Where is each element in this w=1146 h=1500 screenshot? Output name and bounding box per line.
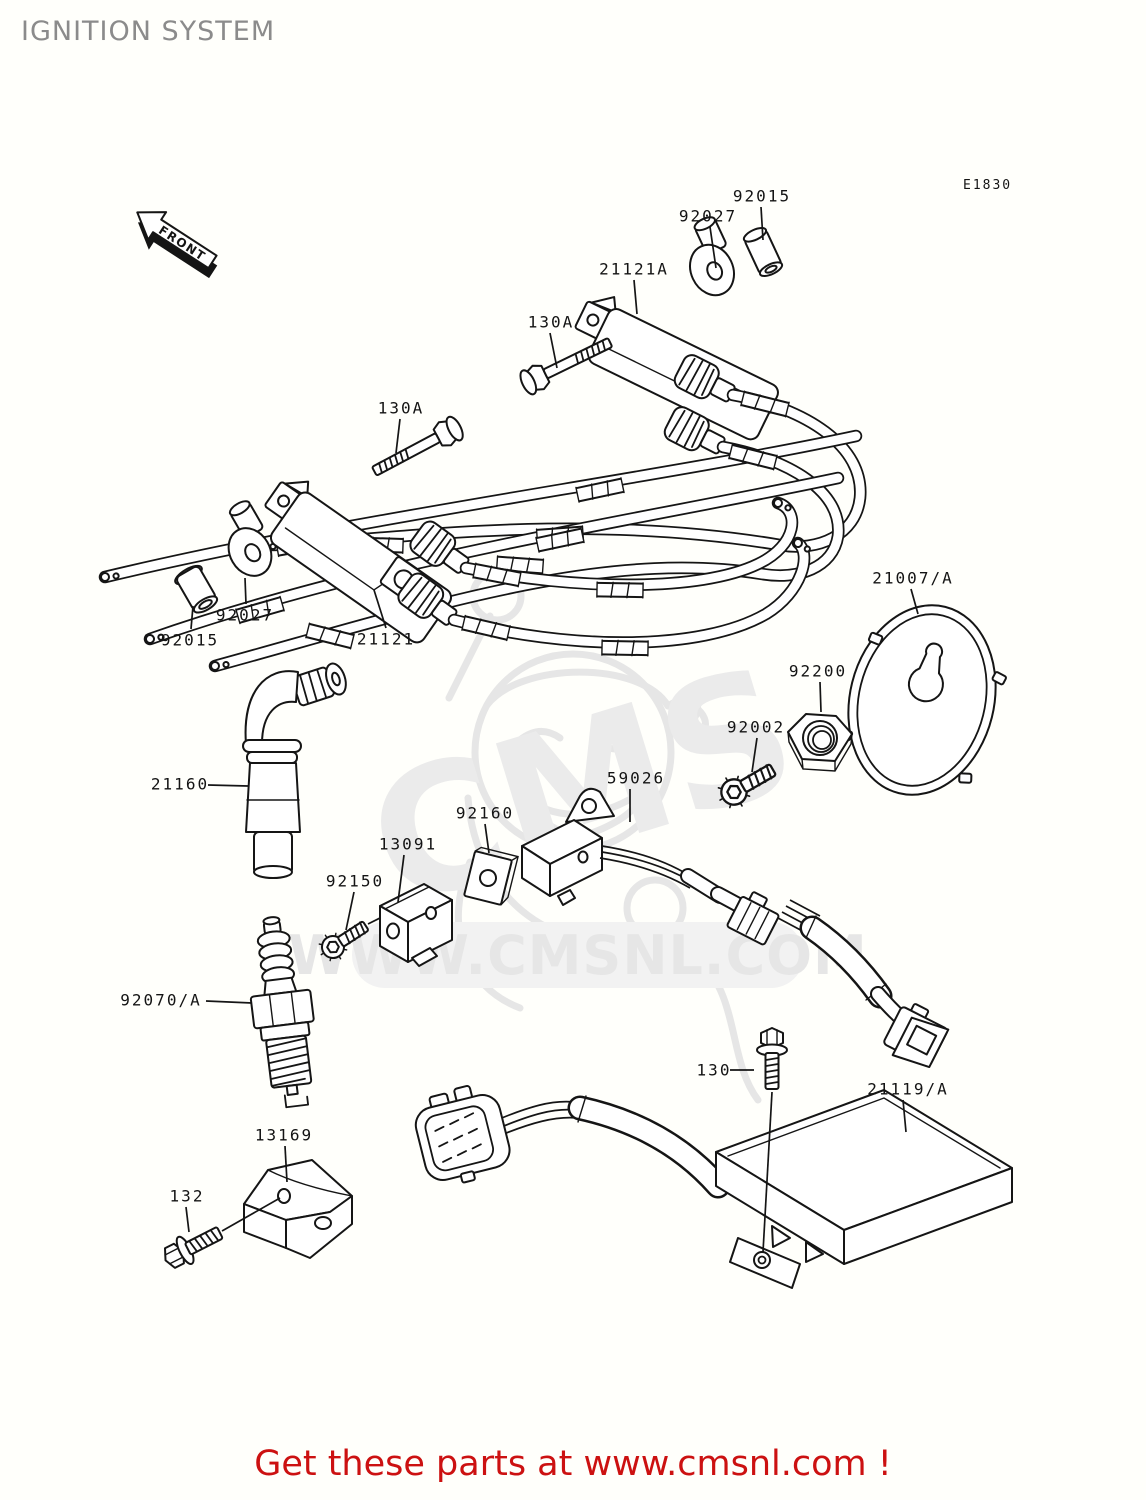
part-label-92150: 92150 xyxy=(325,871,385,891)
part-label-21119A: 21119/A xyxy=(867,1079,949,1099)
diagram-code: E1830 xyxy=(963,178,1013,193)
bracket-13169-drawing xyxy=(243,1159,353,1259)
part-label-92200: 92200 xyxy=(788,661,848,681)
part-label-92015-left: 92015 xyxy=(160,630,220,650)
grommet-92027-left-drawing xyxy=(227,500,273,577)
ignition-coil-21121-drawing xyxy=(264,480,476,644)
promo-banner-text[interactable]: Get these parts at www.cmsnl.com ! xyxy=(254,1444,892,1484)
page-title: IGNITION SYSTEM xyxy=(21,16,276,47)
watermark-url: WWW.CMSNL.COM xyxy=(288,924,867,987)
part-label-92160: 92160 xyxy=(455,803,515,823)
part-label-130: 130 xyxy=(696,1060,732,1080)
multi-pin-connector-drawing xyxy=(414,1084,511,1184)
front-arrow: FRONT xyxy=(136,211,218,279)
bushing-92015-left-drawing xyxy=(174,564,219,614)
part-label-59026: 59026 xyxy=(606,768,666,788)
bushing-92015-top-drawing xyxy=(742,226,784,278)
nut-92200-drawing xyxy=(787,713,853,772)
part-label-130A-right: 130A xyxy=(527,312,575,332)
part-label-13091: 13091 xyxy=(378,834,438,854)
part-label-132: 132 xyxy=(169,1186,205,1206)
part-label-130A-left: 130A xyxy=(377,398,425,418)
part-label-21121A: 21121A xyxy=(599,259,669,279)
watermark-pill xyxy=(352,922,804,988)
spark-plug-92070A-drawing xyxy=(249,916,315,1109)
grommet-92027-top-drawing xyxy=(689,216,735,297)
spark-plug-cap-21160-drawing xyxy=(242,662,347,879)
bolt-130A-left-drawing xyxy=(367,413,468,484)
bracket-13091-drawing xyxy=(379,883,453,967)
pickup-coil-59026-drawing xyxy=(521,787,950,1069)
part-label-92015-top: 92015 xyxy=(732,186,792,206)
pad-92160-drawing xyxy=(463,846,519,906)
part-label-21121: 21121 xyxy=(356,629,416,649)
part-label-21007A: 21007/A xyxy=(872,568,954,588)
left-coil-wires xyxy=(447,496,814,656)
bolt-130-drawing xyxy=(756,1027,788,1090)
igniter-21119A-drawing xyxy=(715,1089,1013,1289)
connector-wires xyxy=(491,1095,731,1199)
ignition-coil-21121A-drawing xyxy=(574,296,779,464)
part-label-92027-left: 92027 xyxy=(215,605,275,625)
part-label-92070A: 92070/A xyxy=(120,990,202,1010)
leader-lines xyxy=(185,206,919,1253)
disc-21007A-drawing xyxy=(837,604,1007,796)
part-label-92002: 92002 xyxy=(726,717,786,737)
part-label-13169: 13169 xyxy=(254,1125,314,1145)
part-label-21160: 21160 xyxy=(150,774,210,794)
bolt-132-drawing xyxy=(157,1218,228,1275)
part-label-92027-top: 92027 xyxy=(678,206,738,226)
